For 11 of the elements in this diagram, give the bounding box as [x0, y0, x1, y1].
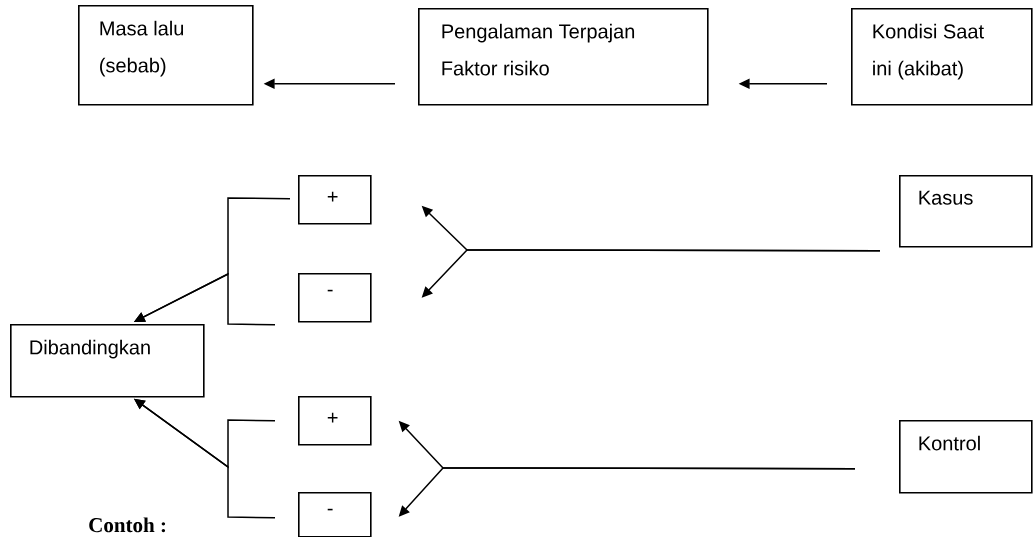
text-box: Kontrol: [899, 420, 1033, 494]
text-box: Masa lalu (sebab): [78, 5, 254, 106]
text-box: +: [298, 396, 372, 446]
caption-text: Contoh :: [89, 517, 166, 533]
text-box: Kasus: [899, 175, 1033, 248]
text-box: Kondisi Saat ini (akibat): [851, 8, 1033, 106]
text-box: +: [298, 175, 372, 225]
text-box: Dibandingkan: [10, 324, 205, 398]
text-box: -: [298, 273, 372, 323]
text-box: Pengalaman Terpajan Faktor risiko: [418, 8, 709, 106]
text-box: -: [298, 492, 372, 537]
